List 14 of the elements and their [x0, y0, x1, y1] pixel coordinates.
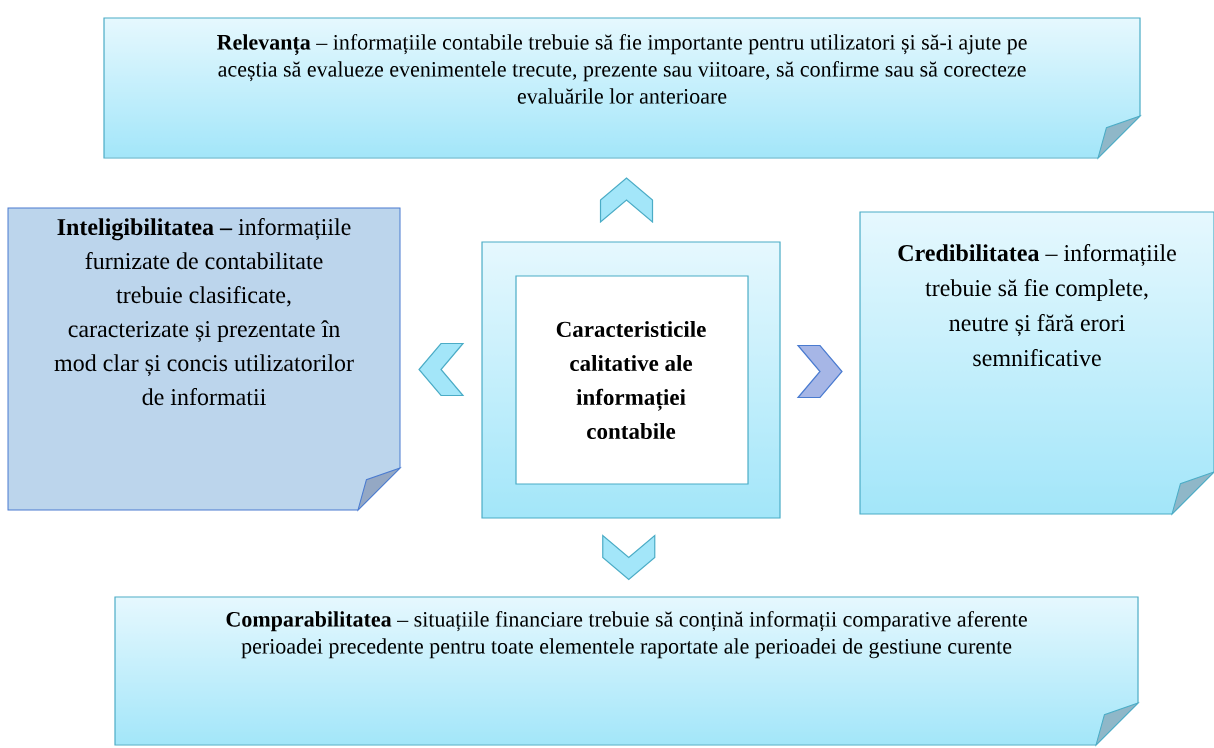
- framed-title-box: [481, 241, 781, 519]
- chevron-arrow: [602, 534, 656, 581]
- note-box: [114, 596, 1139, 746]
- note-box: [859, 211, 1214, 515]
- box-text: Credibilitatea – informațiile trebuie să fie complete, neutre și fără erori semnificative: [898, 244, 1176, 367]
- chevron-arrow: [796, 344, 843, 399]
- chevron-arrow: [599, 177, 654, 224]
- box-text: Inteligibilitatea – informațiile furnizate de contabilitate trebuie clasificate, caracterizate și prezentate în mod clar și concis utilizatorilor de informatii: [54, 218, 354, 406]
- box-text: Caracteristicile calitative ale informației contabile: [556, 320, 706, 440]
- chevron-arrow: [418, 342, 465, 397]
- box-text: Comparabilitatea – situațiile financiare trebuie să conțină informații comparative aferente perioadei precedente pentru toate elementele raportate ale perioadei de gestiune curente: [226, 611, 1027, 659]
- note-box: [103, 17, 1141, 159]
- note-box: [7, 207, 401, 511]
- box-text: Relevanța – informațiile contabile trebuie să fie importante pentru utilizatori și să-i ajute pe aceștia să evalueze evenimentele trecute, prezente sau viitoare, să confirme sau să corecteze evaluările lor anterioare: [217, 34, 1027, 104]
